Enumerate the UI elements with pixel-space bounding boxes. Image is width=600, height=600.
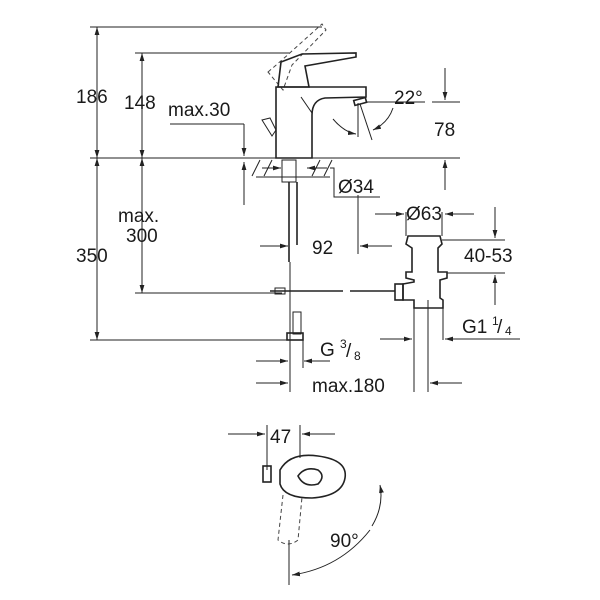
svg-text:1: 1: [492, 314, 499, 328]
dimension-g-3-8: G 3 / 8: [256, 337, 361, 368]
label-186: 186: [76, 87, 108, 108]
dimension-186: 186: [76, 27, 108, 158]
label-78: 78: [434, 120, 455, 141]
label-22-degree: 22°: [394, 88, 423, 109]
svg-text:/: /: [346, 341, 352, 362]
label-350: 350: [76, 246, 108, 267]
label-max-180: max.180: [312, 376, 385, 397]
label-max-30: max.30: [168, 100, 230, 121]
dimension-max-30: max.30: [168, 100, 247, 205]
dimension-92: 92: [260, 195, 392, 259]
label-148: 148: [124, 93, 156, 114]
dimension-max-300: max. 300: [118, 158, 159, 293]
pop-up-waste: [270, 235, 448, 392]
label-300: 300: [126, 226, 158, 247]
label-92: 92: [312, 238, 333, 259]
svg-text:4: 4: [505, 324, 512, 338]
dimension-max-180: max.180: [256, 340, 462, 397]
label-40-53: 40-53: [464, 246, 513, 267]
label-g: G: [320, 340, 335, 361]
svg-text:/: /: [497, 317, 503, 338]
label-g1: G1: [462, 317, 487, 338]
label-90-degree: 90°: [330, 531, 359, 552]
label-diameter-34: Ø34: [338, 177, 374, 198]
dimension-diameter-34: Ø34: [262, 165, 380, 198]
dimension-40-53: 40-53: [442, 207, 513, 305]
dimension-148: 148: [124, 53, 156, 158]
dimension-78: 78: [432, 68, 460, 190]
dimension-350: 350: [76, 158, 108, 340]
label-diameter-63: Ø63: [406, 204, 442, 225]
faucet-side-view: [251, 23, 368, 341]
dimension-g1-1-4: G1 1 / 4: [380, 314, 520, 342]
label-47: 47: [270, 427, 291, 448]
svg-text:3: 3: [340, 337, 347, 351]
faucet-top-view: 47 90°: [228, 425, 384, 585]
svg-text:8: 8: [354, 349, 361, 363]
dimension-22-degree: 22°: [332, 88, 425, 141]
label-max: max.: [118, 206, 159, 227]
dimension-diameter-63: Ø63: [375, 204, 474, 236]
